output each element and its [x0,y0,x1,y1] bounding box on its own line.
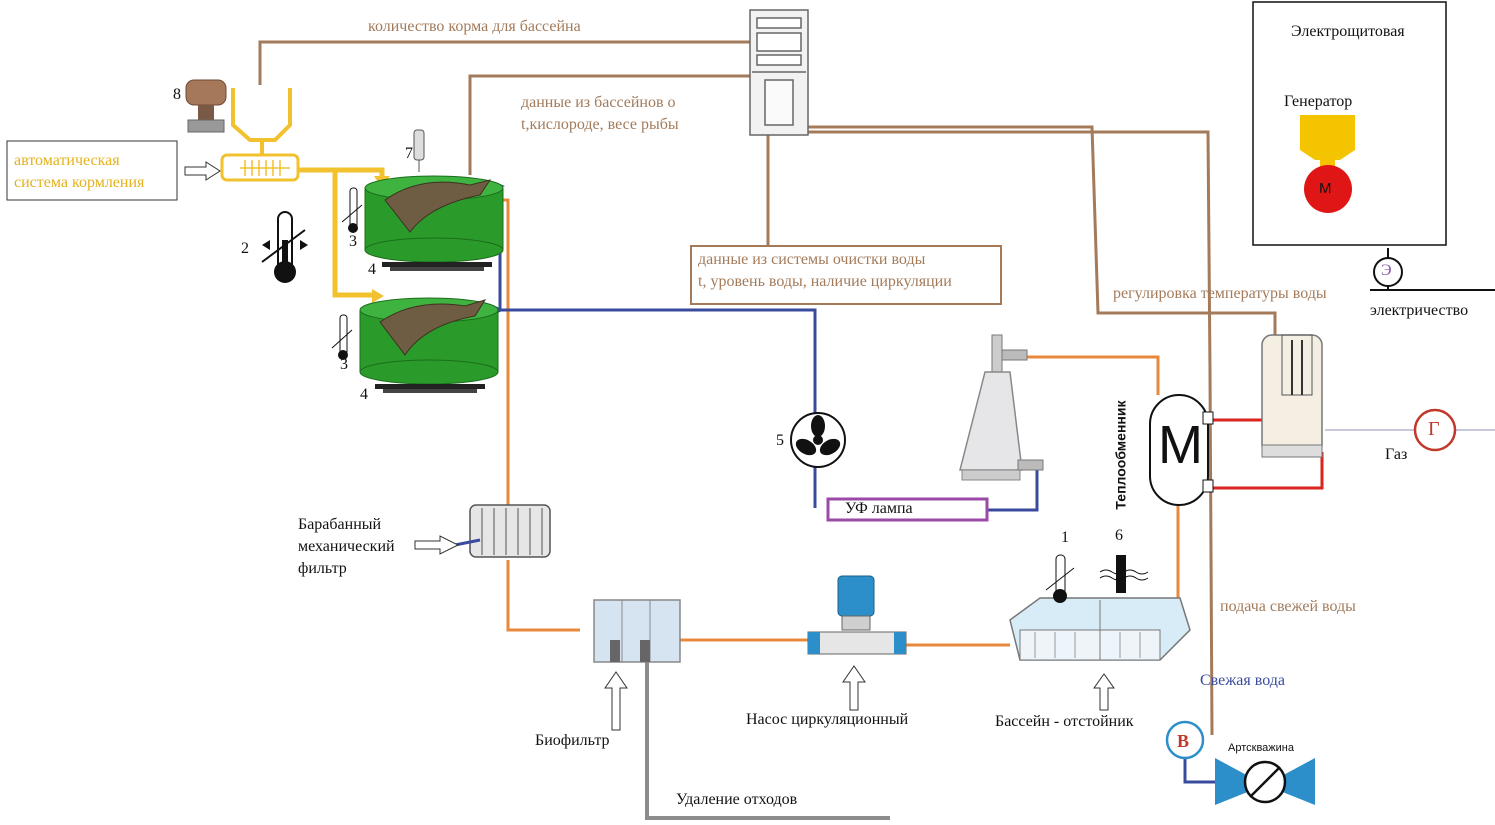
tanks-to-drum-line [503,198,510,505]
number-3b: 3 [340,356,348,373]
biofilter-arrow [604,671,628,731]
fresh-water-label: Свежая вода [1200,672,1285,689]
auto-feed-arrow [184,161,221,181]
feed-data-line [258,40,752,85]
thermometer-icon-3a [341,187,363,233]
heat-exchanger-symbol: M [1158,415,1203,475]
uv-lamp-box [826,497,989,522]
drum-filter-label-1: Барабанный [298,516,382,533]
circulation-pump [807,575,907,655]
generator-icon [1300,115,1355,213]
uv-lamp-label: УФ лампа [845,500,913,517]
pump-arrow [842,665,866,711]
temp-regulation-label: регулировка температуры воды [1113,285,1327,302]
number-2: 2 [241,240,249,257]
fish-tank-1 [364,175,504,271]
water-data-label-2: t, уровень воды, наличие циркуляции [698,273,952,290]
number-6: 6 [1115,527,1123,544]
feeder-to-tank1-line [335,167,385,178]
artesian-well-label: Артскважина [1228,742,1294,754]
heating-lines [1207,418,1324,490]
feeder-motor-icon [185,79,227,133]
heat-exchanger [1149,394,1214,506]
water-meter-icon [1165,720,1205,760]
fresh-supply-line [1208,371,1214,736]
gas-meter-label: Г [1428,418,1440,440]
water-meter-label: В [1177,731,1190,751]
feed-amount-label: количество корма для бассейна [368,18,581,35]
heat-exchanger-label: Теплообменник [1112,400,1129,510]
data-lines [258,40,1277,736]
number-5: 5 [776,432,784,449]
fan-to-tanks-line [495,308,817,508]
thermometer-icon-3b [331,314,353,360]
oxygen-sensor-icon [413,129,425,172]
feed-lines [298,167,385,298]
auto-feed-label-2: система кормления [14,174,145,191]
exchanger-to-uv-line [1025,355,1160,395]
water-out-lines [503,198,1180,647]
drum-filter-label-3: фильтр [298,560,347,577]
uv-to-tanks-line [987,470,1039,512]
feeder-hopper [231,88,292,155]
thermometer-icon-1 [1045,554,1075,603]
auto-feed-label-1: автоматическая [14,152,120,169]
artesian-well-valve [1215,758,1315,805]
fish-tank-2 [359,297,499,393]
level-sensor-icon [1099,555,1149,593]
electric-meter-label: Э [1381,262,1392,279]
pool-data-line [468,74,752,175]
control-to-heater-line [805,125,1277,335]
uv-sterilizer [959,334,1044,481]
settling-pool [1009,597,1191,661]
electric-meter-icon [1373,257,1403,287]
gas-boiler [1261,334,1323,458]
pool-data-label-2: t,кислороде, весе рыбы [521,116,679,133]
pool-data-label-1: данные из бассейнов о [521,94,676,111]
auto-feed-box [6,140,178,201]
number-3a: 3 [349,233,357,250]
control-to-power-line [805,130,1212,373]
gas-meter-icon [1413,408,1457,452]
fresh-water-line [1183,755,1215,784]
generator-label: Генератор [1284,93,1353,110]
number-1: 1 [1061,529,1069,546]
feeder-to-tanks-line [298,167,375,298]
drum-to-biofilter-line [506,560,580,632]
biofilter [593,599,681,663]
water-data-label-1: данные из системы очистки воды [698,251,926,268]
settling-to-exchanger-line [1170,505,1180,602]
motor-label: М [1319,180,1332,197]
control-cabinet [749,9,809,136]
number-8: 8 [173,86,181,103]
electro-room-label: Электрощитовая [1291,23,1405,40]
electricity-label: электричество [1370,302,1469,319]
number-7: 7 [405,145,413,162]
fan-icon [790,412,846,468]
water-data-box [690,245,1002,305]
number-4a: 4 [368,261,376,278]
biofilter-label: Биофильтр [535,732,610,749]
drum-filter-arrow [414,535,460,555]
feeder-dispenser [220,153,300,182]
pump-label: Насос циркуляционный [746,711,909,728]
feed-arrow-2 [372,289,384,303]
heater-return-line [1207,452,1324,490]
number-4b: 4 [360,386,368,403]
waste-line [645,660,890,820]
power-line [1387,248,1495,291]
waste-removal-label: Удаление отходов [676,791,798,808]
drum-filter [454,504,551,558]
gas-label: Газ [1385,446,1408,463]
thermometer-icon-2 [261,211,308,283]
settling-pool-label: Бассейн - отстойник [995,713,1134,730]
fresh-supply-label: подача свежей воды [1220,598,1356,615]
settling-arrow [1093,673,1115,711]
drum-filter-label-2: механический [298,538,395,555]
